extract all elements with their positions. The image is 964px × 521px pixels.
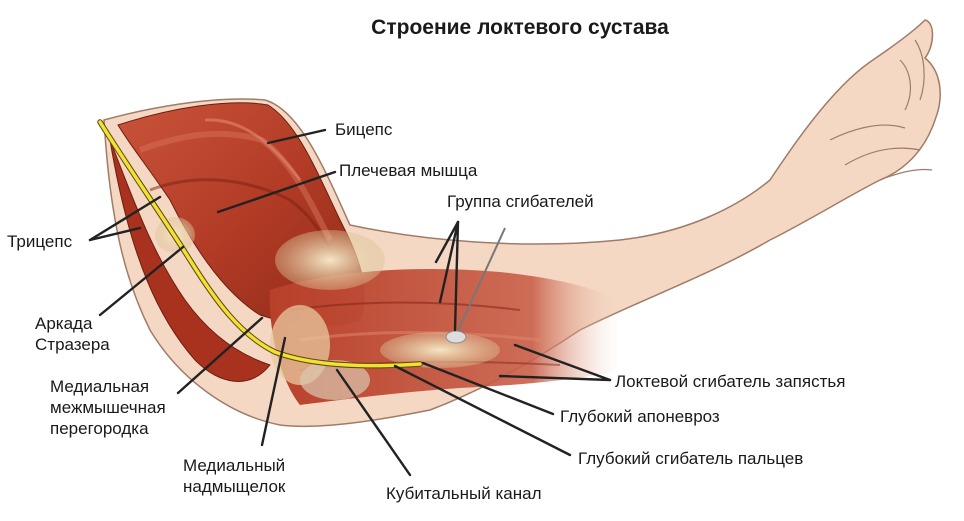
- label-brachialis: Плечевая мышца: [339, 161, 478, 180]
- label-medial-epicondyle: Медиальный надмыщелок: [183, 455, 285, 497]
- leader-brachialis: [216, 170, 337, 214]
- label-flexor-carpi-ulnaris: Локтевой сгибатель запястья: [615, 372, 846, 391]
- leader-triceps-2: [88, 226, 142, 242]
- label-deep-aponeurosis: Глубокий апоневроз: [560, 407, 720, 426]
- leader-arcade: [98, 245, 185, 317]
- leader-flexor-group-1: [434, 220, 460, 264]
- leader-biceps: [266, 128, 327, 145]
- hand: [829, 39, 933, 181]
- leader-flexor-group-2: [438, 220, 460, 304]
- leader-cubital: [335, 368, 412, 477]
- leader-lines: [88, 128, 612, 477]
- leader-fcu-2: [513, 343, 612, 382]
- label-epicondyle-line1: Медиальный: [183, 456, 286, 475]
- leader-triceps-1: [88, 195, 162, 242]
- label-triceps: Трицепс: [7, 232, 73, 251]
- leader-epicondyle: [260, 336, 287, 447]
- tendons: [155, 217, 500, 400]
- label-epicondyle-line2: надмыщелок: [183, 477, 286, 496]
- label-biceps: Бицепс: [335, 120, 393, 139]
- label-septum-line1: Медиальная: [50, 377, 150, 396]
- leader-fcu-1: [498, 374, 612, 382]
- leader-septum: [176, 316, 264, 395]
- label-arcade-line2: Стразера: [35, 335, 110, 354]
- label-cubital-canal: Кубитальный канал: [386, 484, 542, 503]
- label-arcade-of-struthers: Аркада Стразера: [35, 313, 110, 355]
- ulnar-nerve: [97, 119, 423, 369]
- probe: [445, 227, 506, 344]
- page-title: Строение локтевого сустава: [371, 16, 669, 39]
- label-septum-line3: перегородка: [50, 419, 149, 438]
- label-arcade-line1: Аркада: [35, 314, 93, 333]
- leader-fdp: [393, 364, 572, 457]
- leader-deep-aponeurosis: [421, 361, 555, 416]
- label-medial-intermuscular-septum: Медиальная межмышечная перегородка: [50, 376, 166, 439]
- label-flexor-group: Группа сгибателей: [447, 192, 594, 211]
- leader-flexor-group-3: [453, 220, 460, 332]
- label-septum-line2: межмышечная: [50, 398, 166, 417]
- label-flexor-digitorum-profundus: Глубокий сгибатель пальцев: [578, 449, 804, 468]
